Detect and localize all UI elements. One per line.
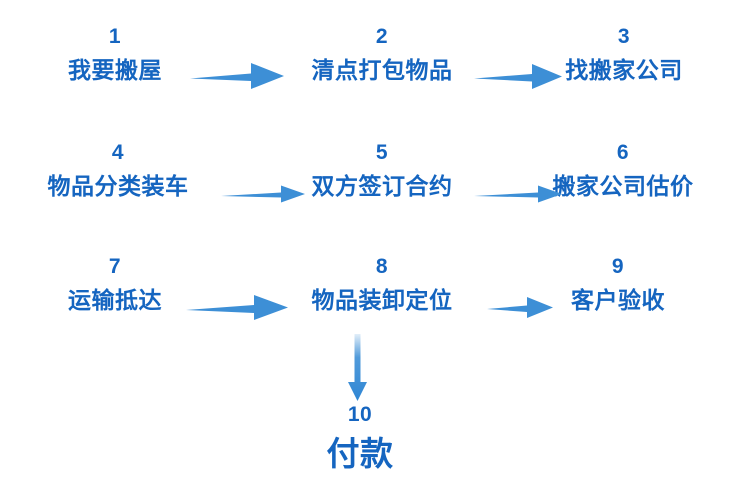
step-label-1: 我要搬屋 [68, 58, 162, 84]
arrow-5-to-6 [472, 183, 564, 205]
step-label-6: 搬家公司估价 [552, 174, 694, 200]
step-node-4[interactable]: 4 物品分类装车 [48, 142, 189, 199]
step-label-7: 运输抵达 [68, 288, 162, 314]
step-number-7: 7 [108, 255, 122, 278]
step-label-3: 找搬家公司 [565, 58, 683, 84]
arrow-7-to-8 [184, 291, 292, 323]
step-label-10: 付款 [326, 434, 394, 473]
step-node-8[interactable]: 8 物品装卸定位 [312, 256, 453, 313]
step-number-10: 10 [347, 403, 373, 426]
step-number-9: 9 [611, 255, 625, 278]
step-label-9: 客户验收 [571, 288, 665, 314]
step-label-8: 物品装卸定位 [311, 288, 453, 314]
step-number-3: 3 [617, 25, 631, 48]
arrow-4-to-5 [219, 183, 307, 205]
step-node-3[interactable]: 3 找搬家公司 [565, 26, 683, 83]
step-node-6[interactable]: 6 搬家公司估价 [553, 142, 694, 199]
step-number-1: 1 [108, 25, 122, 48]
step-number-6: 6 [616, 141, 630, 164]
step-label-2: 清点打包物品 [311, 58, 453, 84]
step-label-5: 双方签订合约 [311, 174, 453, 200]
arrow-8-to-9 [485, 294, 555, 320]
step-number-4: 4 [111, 141, 125, 164]
step-node-1[interactable]: 1 我要搬屋 [68, 26, 162, 83]
step-number-2: 2 [375, 25, 389, 48]
step-label-4: 物品分类装车 [47, 174, 189, 200]
step-node-7[interactable]: 7 运输抵达 [68, 256, 162, 313]
arrow-8-to-10 [343, 333, 373, 403]
step-node-10[interactable]: 10 付款 [327, 404, 394, 472]
step-node-2[interactable]: 2 清点打包物品 [312, 26, 453, 83]
step-node-5[interactable]: 5 双方签订合约 [312, 142, 453, 199]
step-number-5: 5 [375, 141, 389, 164]
arrow-1-to-2 [188, 59, 286, 93]
step-node-9[interactable]: 9 客户验收 [571, 256, 665, 313]
step-number-8: 8 [375, 255, 389, 278]
arrow-2-to-3 [472, 60, 564, 92]
